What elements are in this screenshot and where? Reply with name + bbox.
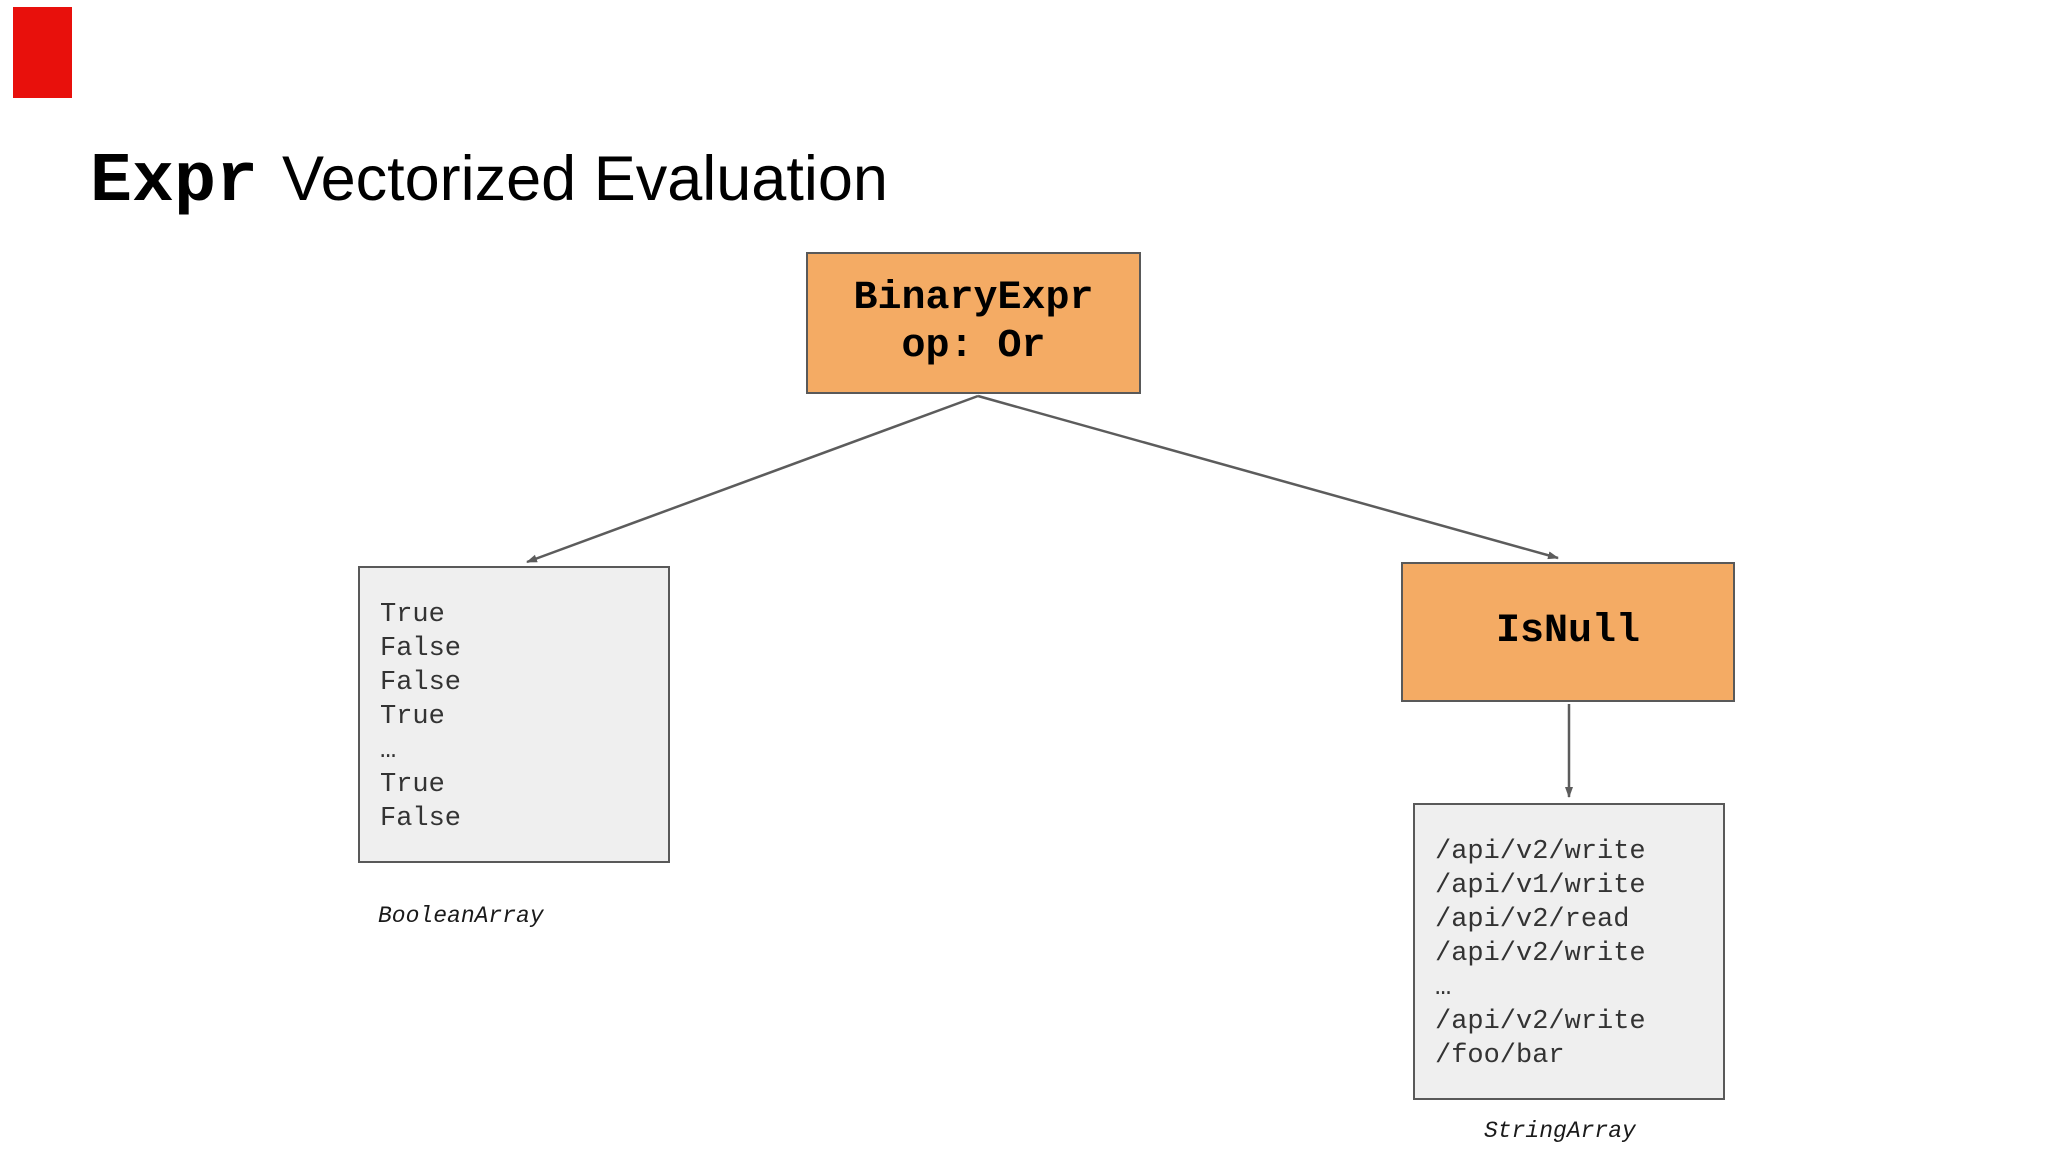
array-value-line: False [380,804,462,834]
array-value-line: /api/v2/read [1435,905,1630,935]
node-binary-expr-op: op: Or [901,324,1046,369]
array-value-line: False [380,634,462,664]
node-is-null-label: IsNull [1495,609,1641,654]
array-ellipsis-line: … [1435,973,1452,1003]
array-value-line: False [380,668,462,698]
node-boolean-array: True False False True … True False [358,566,670,863]
array-value-line: /api/v2/write [1435,837,1646,867]
array-value-line: True [380,600,445,630]
page-title-text: Vectorized Evaluation [282,144,888,215]
array-value-line: /api/v2/write [1435,1007,1646,1037]
node-string-array: /api/v2/write /api/v1/write /api/v2/read… [1413,803,1725,1100]
array-value-line: True [380,770,445,800]
node-binary-expr-name: BinaryExpr [853,276,1094,321]
page-title: Expr Vectorized Evaluation [90,143,888,224]
accent-bar [13,7,72,98]
array-ellipsis-line: … [380,736,397,766]
array-value-line: /api/v1/write [1435,871,1646,901]
array-value-line: /foo/bar [1435,1041,1565,1071]
edge-binaryexpr-to-isnull [977,394,1559,560]
array-value-line: /api/v2/write [1435,939,1646,969]
string-array-type-label: StringArray [1484,1118,1636,1144]
node-is-null: IsNull [1401,562,1735,702]
node-binary-expr: BinaryExpr op: Or [806,252,1141,394]
boolean-array-type-label: BooleanArray [378,903,544,929]
edge-binaryexpr-to-booleanarray [526,394,979,564]
array-value-line: True [380,702,445,732]
page-title-code: Expr [90,143,259,223]
